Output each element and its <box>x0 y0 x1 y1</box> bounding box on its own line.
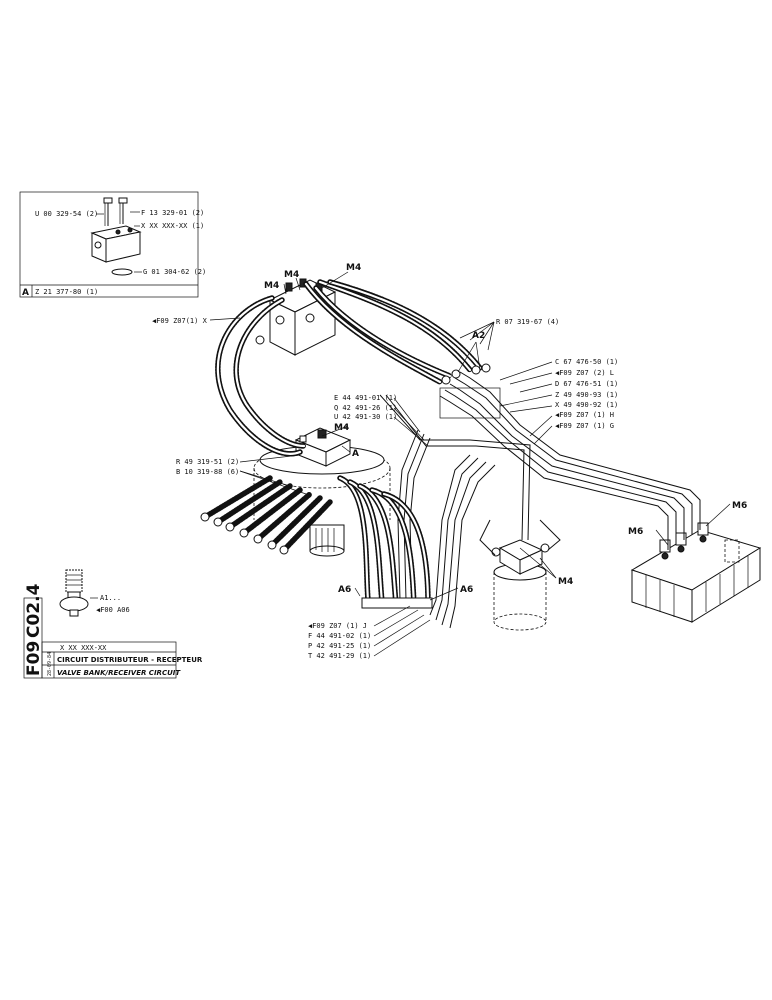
fitting-detail: A1... ◀F00 A06 <box>59 569 130 617</box>
block-label: X XX XXX-XX (1) <box>141 222 204 230</box>
callout-m4-top-c: M4 <box>264 281 279 291</box>
rigid-tubes <box>379 371 701 629</box>
label-c67: C 67 476-50 (1) <box>555 358 618 366</box>
titleblock-date: 28-09-84 <box>47 652 53 676</box>
oring-label: G 01 304-62 (2) <box>143 268 206 276</box>
label-d67: D 67 476-51 (1) <box>555 380 618 388</box>
titleblock-title-en: VALVE BANK/RECEIVER CIRCUIT <box>57 669 181 677</box>
valve-bank <box>630 522 762 623</box>
titleblock-part-number: X XX XXX-XX <box>60 644 107 652</box>
screw-label: U 00 329-54 (2) <box>35 210 98 218</box>
label-r07: R 07 319-67 (4) <box>496 318 559 326</box>
bolt-pair <box>103 197 128 226</box>
inset-frame <box>19 191 199 298</box>
label-x49: X 49 490-92 (1) <box>555 401 618 409</box>
callout-a-mid: A <box>352 449 359 459</box>
inset-ref-label: Z 21 377-80 (1) <box>35 288 98 296</box>
label-f09-l: ◀F09 Z07 (2) L <box>555 369 614 377</box>
fitting-f00-label: ◀F00 A06 <box>96 606 130 614</box>
bolt-label: F 13 329-01 (2) <box>141 209 204 217</box>
callouts: M4 M4 M4 M4 A A2 A6 A6 M4 M6 M6 <box>264 263 747 595</box>
callout-m6-b: M6 <box>732 501 747 511</box>
label-f44: F 44 491-02 (1) <box>308 632 371 640</box>
adapter-block <box>90 225 142 263</box>
label-f09-x: ◀F09 Z07(1) X <box>152 317 208 325</box>
inset-detail: U 00 329-54 (2) F 13 329-01 (2) X XX XXX… <box>19 191 206 298</box>
callout-a6-right: A6 <box>460 585 473 595</box>
callout-m4-mid: M4 <box>334 423 349 433</box>
label-b10: B 10 319-88 (6) <box>176 468 239 476</box>
label-t42: T 42 491-29 (1) <box>308 652 371 660</box>
inset-ref-letter: A <box>22 288 29 298</box>
label-r49: R 49 319-51 (2) <box>176 458 239 466</box>
titleblock-title-fr: CIRCUIT DISTRIBUTEUR - RECEPTEUR <box>57 656 203 664</box>
callout-m4-top-b: M4 <box>346 263 361 273</box>
braided-hoses <box>200 279 501 609</box>
callout-m4-top-a: M4 <box>284 270 299 280</box>
o-ring <box>111 268 133 276</box>
label-f09-g: ◀F09 Z07 (1) G <box>555 422 614 430</box>
code-f09: F09 <box>24 641 44 676</box>
label-f09-h: ◀F09 Z07 (1) H <box>555 411 614 419</box>
callout-m4-right: M4 <box>558 577 573 587</box>
callout-a2: A2 <box>472 331 485 341</box>
label-e44: E 44 491-01 (1) <box>334 394 397 402</box>
leader-lines <box>209 271 731 657</box>
label-u42: U 42 491-30 (1) <box>334 413 397 421</box>
label-p42: P 42 491-25 (1) <box>308 642 371 650</box>
part-labels: ◀F09 Z07(1) X R 07 319-67 (4) C 67 476-5… <box>152 317 618 660</box>
fitting-a1-label: A1... <box>100 594 121 602</box>
label-q42: Q 42 491-26 (1) <box>334 404 397 412</box>
title-block: F09 C02.4 X XX XXX-XX 28-09-84 CIRCUIT D… <box>23 583 203 679</box>
callout-a6-left: A6 <box>338 585 351 595</box>
label-z49: Z 49 490-93 (1) <box>555 391 618 399</box>
label-f09-j: ◀F09 Z07 (1) J <box>308 622 367 630</box>
code-c024: C02.4 <box>24 583 44 638</box>
callout-m6-a: M6 <box>628 527 643 537</box>
tank-cylinder <box>491 539 550 631</box>
